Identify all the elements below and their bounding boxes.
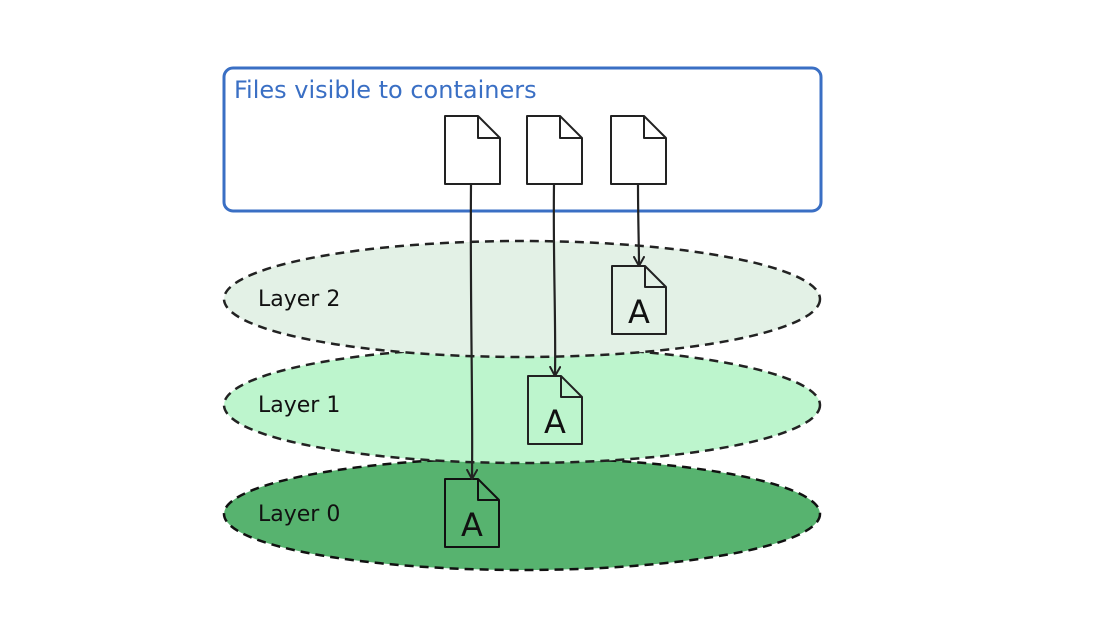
container-view-box: Files visible to containers — [222, 66, 823, 213]
file-icon — [444, 115, 501, 185]
file-fold — [477, 479, 499, 501]
layer-1-group: Layer 1 — [222, 345, 822, 465]
container-view-border — [222, 66, 823, 213]
file-fold — [560, 376, 582, 398]
layer-2-label: Layer 2 — [258, 287, 340, 312]
arrow-file1-to-layer0 — [466, 183, 479, 480]
layer-2-ellipse — [222, 239, 822, 359]
file-icon — [526, 115, 583, 185]
layer-0-file: A — [444, 478, 500, 548]
mapping-arrows — [466, 183, 645, 480]
layer-1-file: A — [527, 375, 583, 445]
layer-0-label: Layer 0 — [258, 502, 340, 527]
file-fold — [559, 116, 582, 139]
layer-2-group: Layer 2 — [222, 239, 822, 359]
visible-file-1 — [444, 115, 501, 185]
file-fold — [477, 116, 500, 139]
layer-0-group: Layer 0 — [222, 456, 822, 572]
file-letter: A — [628, 293, 650, 331]
file-fold — [643, 116, 666, 139]
arrow-file3-to-layer2 — [632, 183, 645, 267]
file-letter: A — [461, 506, 483, 544]
visible-file-3 — [610, 115, 667, 185]
visible-file-2 — [526, 115, 583, 185]
file-letter: A — [544, 403, 566, 441]
file-icon — [610, 115, 667, 185]
layer-1-label: Layer 1 — [258, 393, 340, 418]
file-fold — [644, 266, 666, 288]
container-view-title: Files visible to containers — [234, 76, 537, 104]
arrow-file2-to-layer1 — [549, 183, 562, 377]
